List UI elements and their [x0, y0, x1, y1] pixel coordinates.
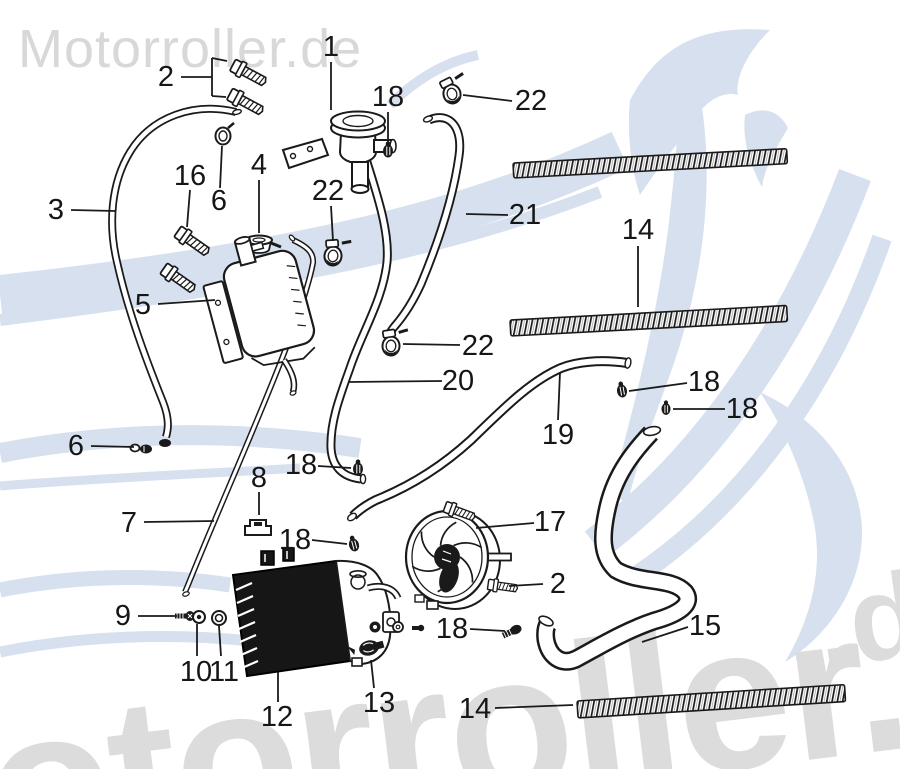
callout-11: 11: [209, 656, 239, 688]
clamp-18-c: [661, 399, 671, 416]
top-logo-watermark: Motorroller.de: [18, 19, 362, 79]
callout-20: 20: [442, 365, 474, 397]
leader-lines: [70, 57, 725, 709]
callout-21: 21: [509, 199, 541, 231]
callout-15: 15: [689, 610, 721, 642]
callout-3: 3: [48, 194, 64, 226]
callout-9: 9: [115, 600, 131, 632]
callout-16: 16: [174, 160, 206, 192]
washer-11: [211, 610, 227, 626]
callout-12: 12: [261, 701, 293, 733]
callout-18d: 18: [285, 449, 317, 481]
clamp-22-c: [379, 327, 410, 358]
corrugated-hose-middle: [509, 304, 789, 337]
pin-right-of-radiator: [412, 624, 425, 632]
hose-19: [347, 356, 632, 522]
callout-14b: 14: [459, 693, 491, 725]
grommet-8: [244, 519, 272, 536]
washer-10: [192, 610, 206, 624]
screw-9: [175, 611, 195, 621]
corrugated-hose-top: [512, 147, 789, 179]
callout-6b: 6: [68, 430, 84, 462]
drain-valve-13: [346, 640, 385, 656]
corner-watermark: .de: [807, 537, 900, 694]
expansion-tank: [202, 236, 316, 396]
callout-8: 8: [251, 462, 267, 494]
callout-18a: 18: [372, 81, 404, 113]
clamp-18-b: [614, 380, 629, 399]
callout-18b: 18: [688, 366, 720, 398]
radiator: [231, 547, 402, 678]
callout-10: 10: [180, 656, 212, 688]
washer-right-of-radiator: [392, 621, 404, 633]
callout-2a: 2: [158, 61, 174, 93]
callout-2b: 2: [550, 568, 566, 600]
callout-22b: 22: [312, 175, 344, 207]
callout-1: 1: [323, 31, 339, 63]
callout-17: 17: [534, 506, 566, 538]
callout-6a: 6: [211, 185, 227, 217]
callout-19: 19: [542, 419, 574, 451]
callout-4: 4: [251, 149, 267, 181]
clamp-18-d: [352, 458, 364, 476]
callout-18c: 18: [726, 393, 758, 425]
hose-15: [536, 425, 697, 671]
clamp-6-upper: [214, 122, 235, 146]
nut-right-of-radiator: [369, 621, 381, 633]
clamp-18-f: [501, 624, 522, 639]
callout-5: 5: [135, 289, 151, 321]
hose-3: [108, 104, 242, 447]
callout-22a: 22: [515, 85, 547, 117]
cooling-fan: [404, 509, 512, 610]
callout-22c: 22: [462, 330, 494, 362]
clamp-18-e: [346, 533, 362, 554]
thermostat-assembly: [281, 110, 397, 194]
callout-7: 7: [121, 507, 137, 539]
callout-14a: 14: [622, 214, 654, 246]
callout-18f: 18: [436, 613, 468, 645]
corrugated-hose-bottom: [576, 683, 847, 719]
callout-13: 13: [363, 687, 395, 719]
clamp-22-a: [437, 71, 472, 108]
callout-18e: 18: [279, 524, 311, 556]
